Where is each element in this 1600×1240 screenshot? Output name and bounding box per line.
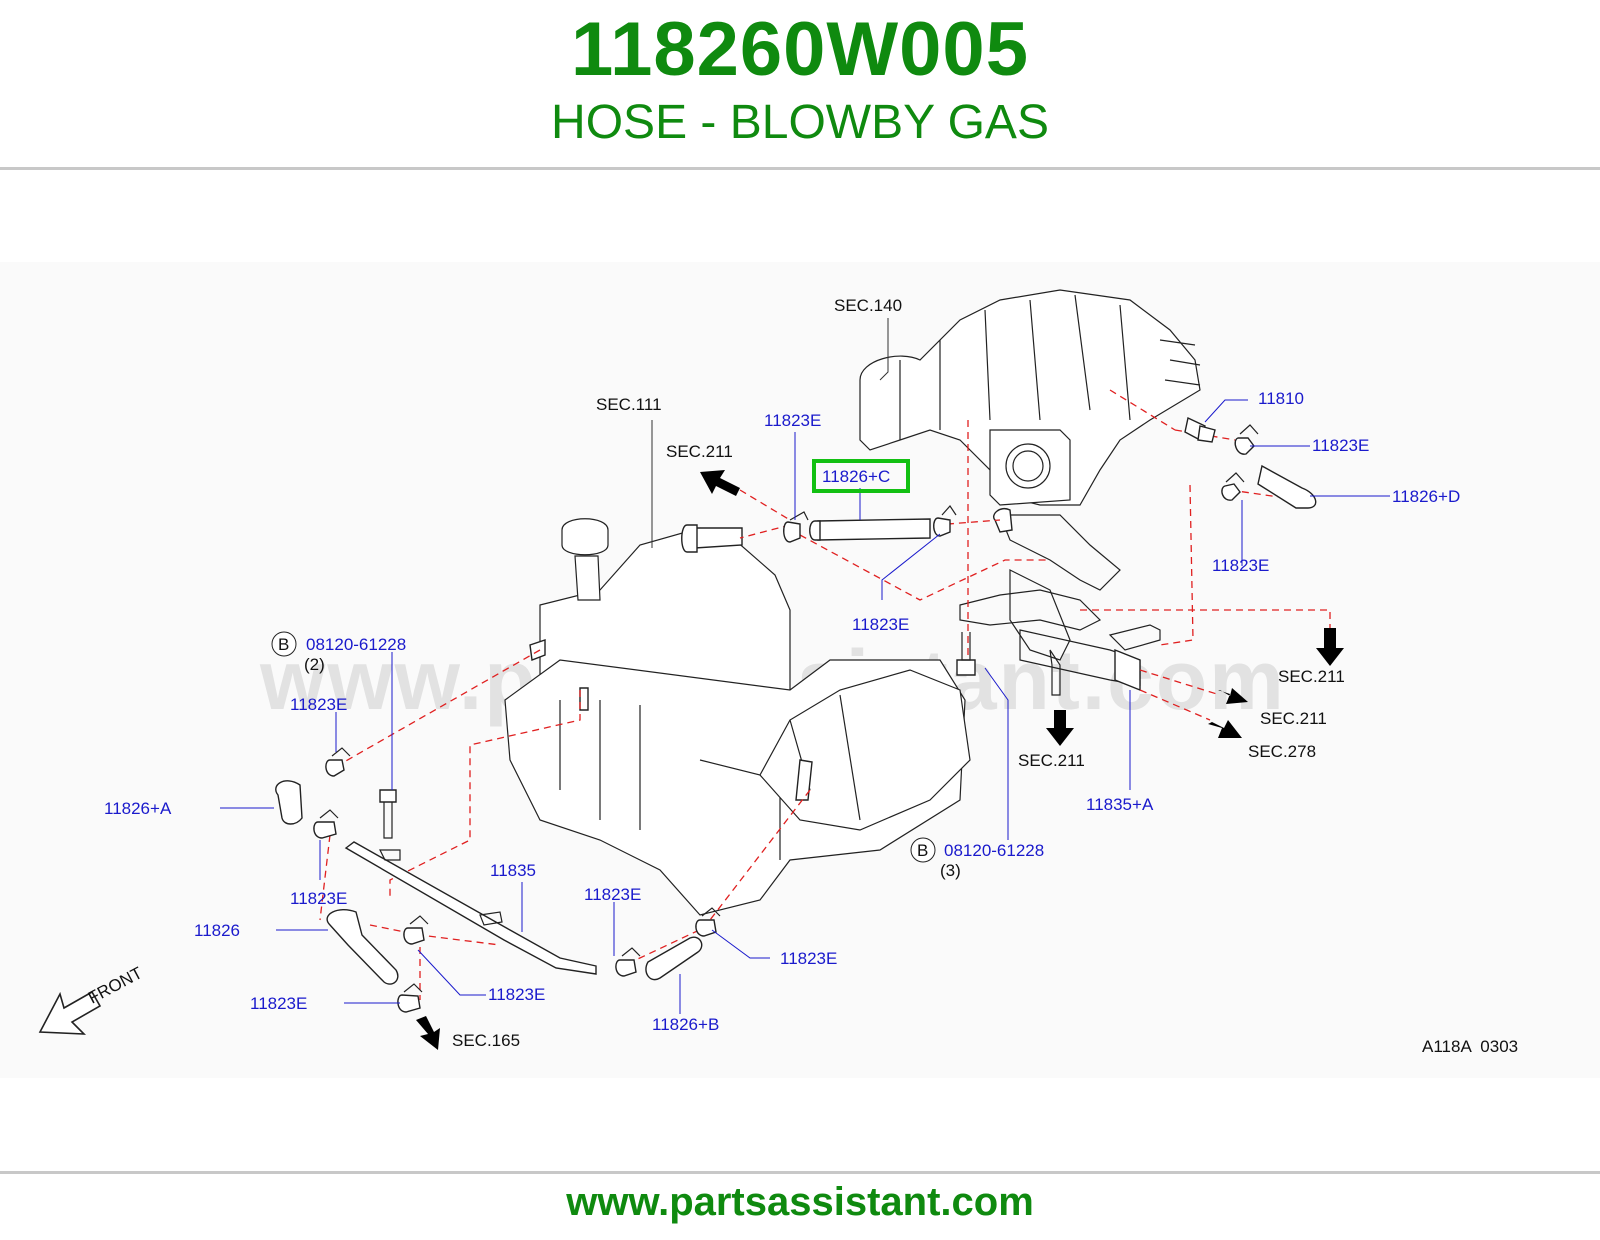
hose-11826 <box>326 908 399 985</box>
label-11826[interactable]: 11826 <box>194 921 240 940</box>
label-sec211-left[interactable]: SEC.211 <box>666 442 733 461</box>
front-label: FRONT <box>85 963 146 1007</box>
front-arrow: FRONT <box>38 963 146 1035</box>
label-11826c[interactable]: 11826+C <box>822 467 890 486</box>
header: 118260W005 HOSE - BLOWBY GAS <box>0 0 1600 168</box>
label-11826a[interactable]: 11826+A <box>104 799 172 818</box>
hose-11826c <box>817 518 931 541</box>
hose-11826d <box>1257 464 1317 509</box>
label-sec140[interactable]: SEC.140 <box>834 296 902 315</box>
pipe-11835 <box>344 841 597 975</box>
diagram-background <box>0 262 1600 1078</box>
arrow-sec165 <box>416 1016 440 1050</box>
hose-11826b <box>645 936 703 981</box>
engine-block-drawing <box>504 518 971 916</box>
bolt-marker-left-text: B <box>278 635 289 654</box>
bolt-marker-left <box>271 631 297 657</box>
label-11823e-l3[interactable]: 11823E <box>488 985 545 1004</box>
label-08120-left-qty: (2) <box>304 655 325 674</box>
header-divider <box>0 167 1600 170</box>
hose-11826a <box>275 780 303 825</box>
drawing-code: A118A 0303 <box>1422 1037 1518 1056</box>
label-sec211-bottom[interactable]: SEC.211 <box>1018 751 1085 770</box>
intake-manifold-drawing <box>859 289 1201 506</box>
label-11823e-l2[interactable]: 11823E <box>290 889 347 908</box>
label-11823e-l1[interactable]: 11823E <box>290 695 347 714</box>
bolt-marker-right <box>910 837 936 863</box>
label-sec165[interactable]: SEC.165 <box>452 1031 520 1050</box>
label-sec111[interactable]: SEC.111 <box>596 395 662 414</box>
footer-divider <box>0 1171 1600 1174</box>
clamp-11823e-top <box>783 521 801 543</box>
label-11835a[interactable]: 11835+A <box>1086 795 1154 814</box>
footer-url-link[interactable]: www.partsassistant.com <box>566 1180 1034 1224</box>
label-sec278[interactable]: SEC.278 <box>1248 742 1316 761</box>
clamp-11823e-mid <box>933 517 951 537</box>
leader-lines <box>220 318 1390 1014</box>
part-number-title: 118260W005 <box>571 7 1029 92</box>
label-11835[interactable]: 11835 <box>490 861 536 880</box>
label-11823e-top[interactable]: 11823E <box>764 411 821 430</box>
label-11823e-mid[interactable]: 11823E <box>852 615 909 634</box>
label-sec211-right[interactable]: SEC.211 <box>1278 667 1345 686</box>
label-11823e-l4[interactable]: 11823E <box>250 994 307 1013</box>
label-08120-left[interactable]: 08120-61228 <box>306 635 406 654</box>
pipe-assembly-drawing <box>959 508 1161 696</box>
hoses-and-clamps <box>275 416 1317 1013</box>
label-11823e-r1[interactable]: 11823E <box>1312 436 1369 455</box>
label-08120-right[interactable]: 08120-61228 <box>944 841 1044 860</box>
label-11823e-r2[interactable]: 11823E <box>1212 556 1269 575</box>
label-11823e-c1[interactable]: 11823E <box>584 885 641 904</box>
arrow-sec211-bottom <box>1046 710 1074 746</box>
highlight-box-11826c <box>812 459 910 493</box>
label-11826d[interactable]: 11826+D <box>1392 487 1460 506</box>
label-11823e-c2[interactable]: 11823E <box>780 949 837 968</box>
part-name-subtitle: HOSE - BLOWBY GAS <box>551 96 1049 149</box>
label-sec211-right2[interactable]: SEC.211 <box>1260 709 1327 728</box>
arrow-sec211-left <box>700 470 740 496</box>
label-11810[interactable]: 11810 <box>1258 389 1304 408</box>
arrow-sec211-right <box>1316 628 1344 666</box>
arrow-sec211-right2 <box>1218 688 1248 704</box>
label-08120-right-qty: (3) <box>940 861 961 880</box>
bolt-marker-right-text: B <box>917 841 928 860</box>
section-arrows <box>416 470 1344 1050</box>
arrow-sec278 <box>1208 720 1242 738</box>
front-arrow-icon <box>38 990 102 1035</box>
label-11826b[interactable]: 11826+B <box>652 1015 719 1034</box>
